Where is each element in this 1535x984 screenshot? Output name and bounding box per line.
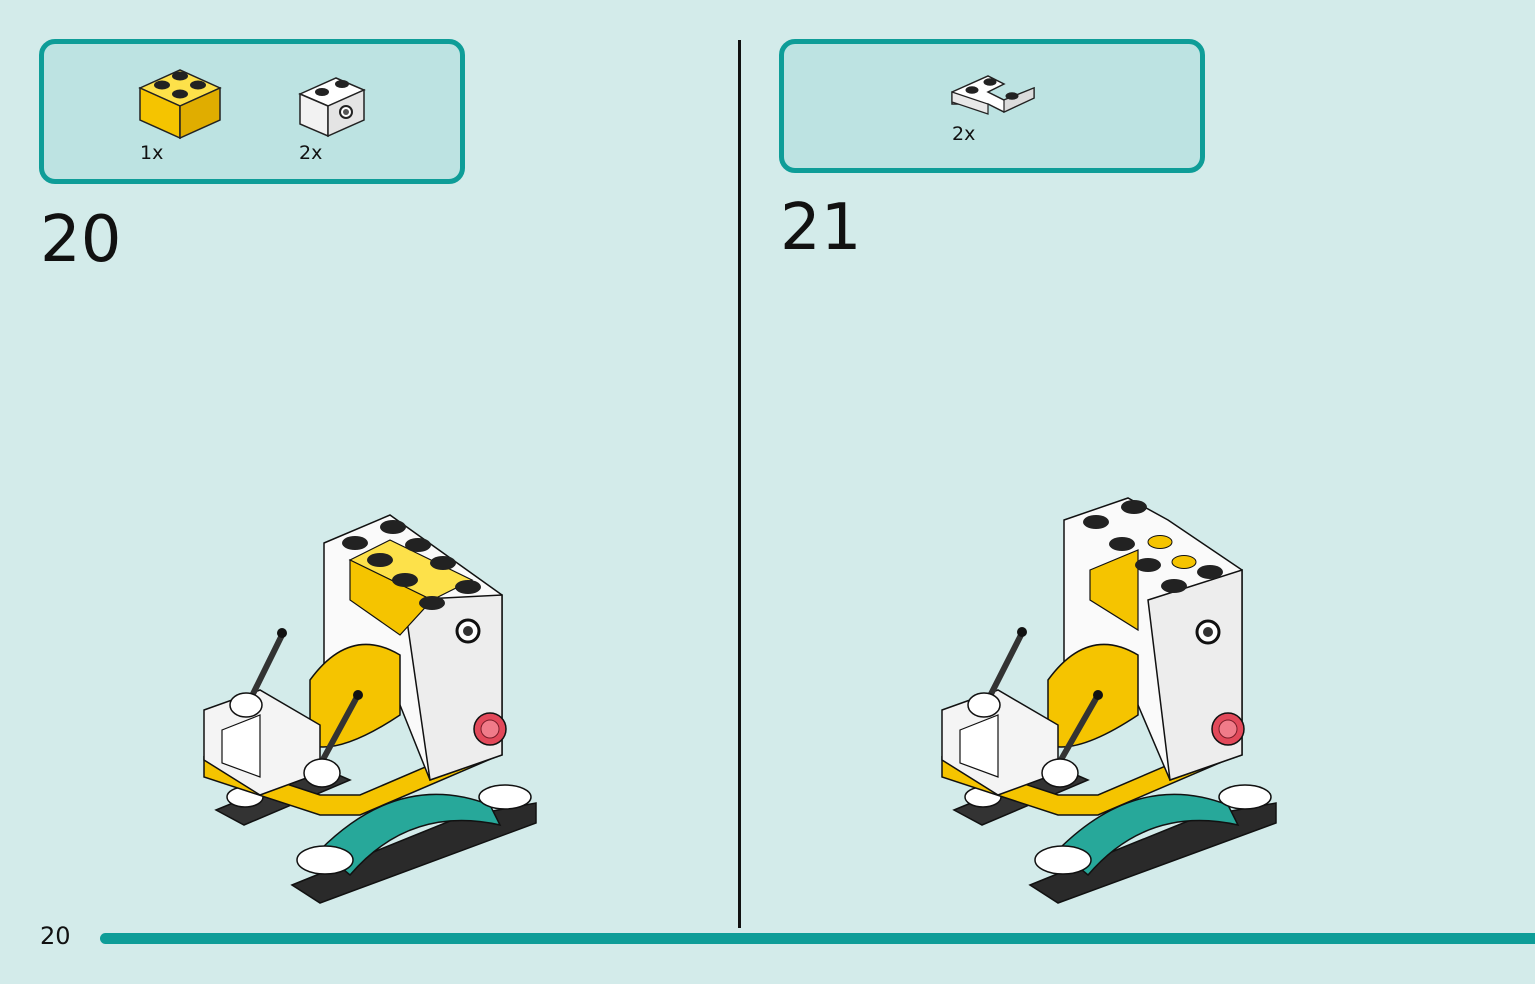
part-quantity: 2x <box>299 142 323 164</box>
yellow-2x2-brick-icon <box>138 69 222 140</box>
part-quantity: 2x <box>952 123 976 145</box>
parts-callout-step-20 <box>39 39 465 184</box>
step-20-model-illustration <box>203 514 537 904</box>
footer-accent-bar <box>100 933 1535 944</box>
step-divider <box>738 40 741 928</box>
step-number: 21 <box>780 191 862 265</box>
white-2x2-corner-plate-icon <box>951 75 1035 115</box>
page-number: 20 <box>40 922 71 950</box>
step-number: 20 <box>40 203 122 277</box>
step-21-model-illustration <box>941 497 1277 904</box>
part-quantity: 1x <box>140 142 164 164</box>
white-1x2-brick-with-hole-icon <box>298 77 366 138</box>
